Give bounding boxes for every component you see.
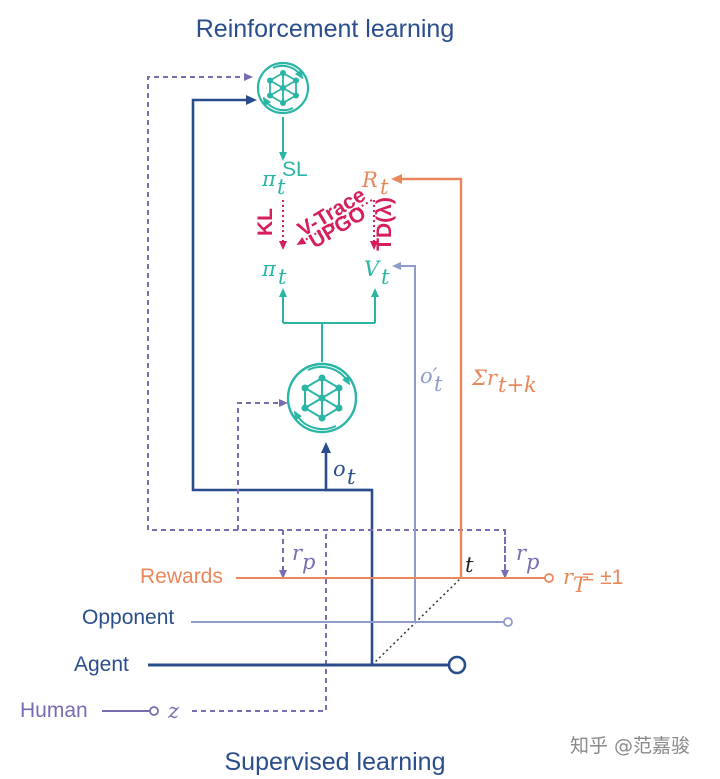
pi-sl-label: π t SL	[261, 158, 308, 199]
svg-text:Σr: Σr	[471, 366, 499, 390]
svg-text:t: t	[380, 175, 389, 199]
svg-text:p: p	[526, 550, 539, 574]
svg-text:t: t	[278, 265, 287, 289]
svg-text:t: t	[277, 175, 286, 199]
t-label: t	[465, 553, 474, 577]
opponent-label: Opponent	[82, 606, 174, 629]
human-label: Human	[20, 699, 88, 722]
watermark: 知乎 @范嘉骏	[570, 735, 690, 757]
agent-network-icon	[286, 362, 358, 434]
v-t-label: V t	[364, 257, 390, 289]
rl-network-icon	[256, 61, 310, 115]
o-t-label: o t	[333, 457, 356, 489]
svg-text:SL: SL	[282, 158, 308, 181]
td-lambda-label: TD(λ)	[373, 197, 396, 251]
svg-text:V: V	[364, 257, 381, 281]
agent-label: Agent	[74, 653, 129, 676]
svg-text:π: π	[261, 167, 277, 191]
reward-return-arrow	[391, 174, 463, 578]
svg-text:p: p	[302, 550, 315, 574]
time-diagonal-dotted	[371, 577, 462, 666]
svg-text:r: r	[516, 541, 528, 565]
rp-right-label: r p	[516, 541, 539, 574]
svg-text:o: o	[333, 457, 346, 481]
sum-r-label: Σr t+k	[471, 366, 537, 397]
pi-t-label: π t	[261, 257, 287, 289]
rewards-label: Rewards	[140, 565, 223, 588]
svg-text:T: T	[573, 573, 589, 597]
z-label: z	[167, 699, 180, 723]
svg-text:= ±1: = ±1	[582, 566, 623, 589]
human-timeline: Human z	[20, 699, 180, 723]
svg-text:t: t	[434, 372, 443, 396]
title-reinforcement-learning: Reinforcement learning	[196, 15, 454, 43]
vtrace-upgo-loss-arrow	[296, 199, 373, 246]
svg-text:t: t	[347, 465, 356, 489]
r-t-final-label: r T = ±1	[563, 565, 623, 597]
svg-text:π: π	[261, 257, 277, 281]
title-supervised-learning: Supervised learning	[225, 748, 446, 776]
agent-observation-arrow	[321, 442, 372, 492]
svg-text:R: R	[361, 168, 378, 192]
svg-text:t+k: t+k	[498, 373, 537, 397]
agent-to-rl-network-line	[191, 95, 374, 665]
r-t-label: R t	[361, 168, 389, 199]
human-z-dashed-line	[192, 530, 327, 712]
net-to-outputs-fork	[279, 288, 379, 362]
rewards-timeline: Rewards r T = ±1	[140, 565, 623, 597]
rp-left-label: r p	[292, 541, 315, 574]
svg-text:t: t	[381, 265, 390, 289]
opponent-timeline: Opponent	[82, 606, 513, 629]
svg-text:r: r	[563, 565, 575, 589]
reward-to-agent-network-dashed	[237, 399, 288, 530]
svg-text:r: r	[292, 541, 304, 565]
opponent-observation-arrow	[392, 262, 416, 622]
o-prime-label: o′ t	[420, 364, 443, 396]
agent-timeline: Agent	[74, 653, 467, 676]
kl-label: KL	[254, 208, 277, 236]
svg-text:o′: o′	[420, 364, 438, 388]
reward-to-rl-network-dashed	[147, 73, 506, 578]
